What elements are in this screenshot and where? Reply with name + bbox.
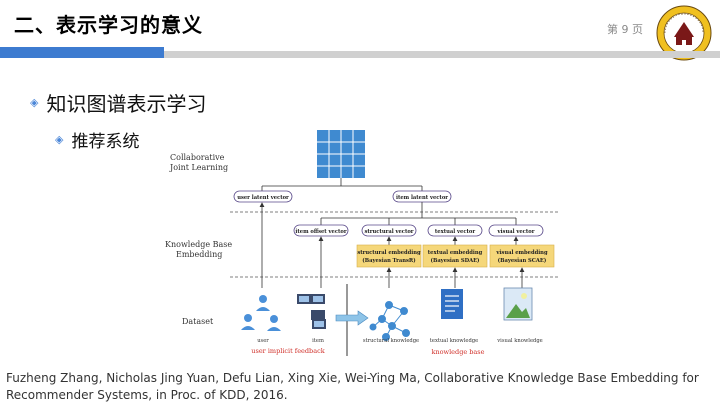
structural-method: (Bayesian TransR) — [362, 257, 415, 264]
diamond-bullet-icon: ◈ — [30, 96, 39, 109]
ckbe-framework-diagram: Collaborative Joint Learning Knowledge B… — [165, 130, 558, 356]
kbe-label-line2: Embedding — [176, 250, 222, 259]
knowledge-graph-icon — [369, 301, 410, 341]
user-caption: user — [257, 338, 269, 344]
bullet-level1: ◈ 知识图谱表示学习 — [30, 88, 206, 117]
page-title: 二、表示学习的意义 — [14, 13, 203, 37]
diamond-bullet-icon: ◈ — [55, 133, 64, 146]
visual-knowledge: visual knowledge — [496, 338, 542, 344]
item-offset-vector: item offset vector — [295, 229, 346, 235]
knowledge-base-label: knowledge base — [432, 348, 485, 356]
university-logo — [656, 5, 712, 61]
structural-knowledge: structural knowledge — [363, 338, 419, 344]
item-film-icons — [297, 294, 326, 329]
structural-vector: structural vector — [364, 229, 413, 235]
citation: Fuzheng Zhang, Nicholas Jing Yuan, Defu … — [6, 371, 699, 402]
textual-knowledge: textual knowledge — [430, 338, 478, 344]
bullet-level2: ◈ 推荐系统 — [55, 127, 139, 152]
document-icon — [441, 289, 463, 319]
header-accent-bar — [0, 47, 164, 58]
item-caption: item — [312, 338, 324, 344]
visual-embedding: visual embedding — [495, 250, 548, 256]
user-icons — [241, 295, 281, 331]
user-implicit-feedback: user implicit feedback — [251, 347, 324, 355]
item-latent-vector: item latent vector — [396, 195, 448, 201]
textual-method: (Bayesian SDAE) — [430, 257, 479, 264]
user-latent-vector: user latent vector — [237, 195, 289, 201]
latent-matrix-icon — [317, 130, 365, 178]
header-divider-bar — [164, 51, 720, 58]
page-number: 第 9 页 — [607, 23, 643, 36]
textual-embedding: textual embedding — [428, 250, 483, 256]
picture-icon — [503, 287, 533, 321]
structural-embedding: structural embedding — [357, 250, 421, 256]
collab-label-line2: Joint Learning — [169, 163, 228, 172]
bullet-level2-text: 推荐系统 — [71, 132, 140, 152]
dataset-label: Dataset — [182, 317, 214, 326]
kbe-label-line1: Knowledge Base — [165, 240, 232, 249]
collab-label-line1: Collaborative — [170, 153, 225, 162]
visual-vector: visual vector — [497, 229, 535, 235]
textual-vector: textual vector — [435, 229, 475, 235]
visual-method: (Bayesian SCAE) — [498, 257, 547, 264]
bullet-level1-text: 知识图谱表示学习 — [46, 92, 207, 116]
